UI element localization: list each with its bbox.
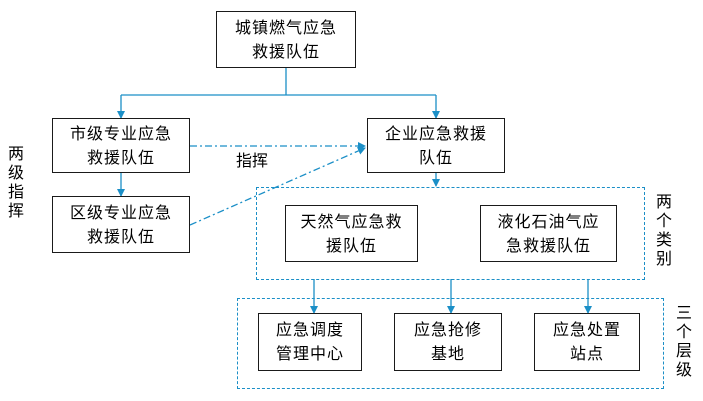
three-levels-label: 三个层级: [675, 303, 692, 379]
natural-gas-team-line2: 援队伍: [325, 235, 377, 255]
disposal-station-line1: 应急处置: [552, 320, 621, 339]
top-node-line1: 城镇燃气应急: [234, 17, 337, 37]
two-level-command-label: 两级指挥: [7, 144, 24, 220]
enterprise-team-line2: 队伍: [418, 147, 453, 167]
repair-base-box: 应急抢修基地: [394, 313, 502, 371]
lpg-team-line1: 液化石油气应: [497, 211, 600, 231]
lpg-team-line2: 急救援队伍: [505, 235, 591, 255]
top-node-box: 城镇燃气应急救援队伍: [216, 11, 356, 68]
district-team-line1: 区级专业应急: [69, 202, 172, 222]
enterprise-team-line1: 企业应急救援: [384, 123, 487, 143]
district-team-box: 区级专业应急救援队伍: [52, 196, 190, 253]
three-levels-group: [237, 298, 664, 389]
command-label: 指挥: [236, 151, 269, 170]
two-categories-label: 两个类别: [655, 192, 672, 268]
enterprise-team-box: 企业应急救援队伍: [367, 118, 505, 173]
dispatch-center-box: 应急调度管理中心: [258, 313, 362, 371]
lpg-team-box: 液化石油气应急救援队伍: [480, 205, 617, 262]
two-categories-group: [256, 187, 645, 280]
repair-base-line1: 应急抢修: [413, 320, 482, 339]
city-team-box: 市级专业应急救援队伍: [52, 118, 190, 173]
dispatch-center-line2: 管理中心: [275, 344, 344, 363]
repair-base-line2: 基地: [430, 344, 465, 363]
top-node-line2: 救援队伍: [251, 41, 320, 61]
city-team-line2: 救援队伍: [86, 147, 155, 167]
disposal-station-box: 应急处置站点: [534, 313, 640, 371]
natural-gas-team-box: 天然气应急救援队伍: [285, 205, 418, 262]
connector-top-split: [121, 68, 436, 96]
natural-gas-team-line1: 天然气应急救: [300, 211, 403, 231]
city-team-line1: 市级专业应急: [69, 123, 172, 143]
district-team-line2: 救援队伍: [86, 226, 155, 246]
dispatch-center-line1: 应急调度: [275, 320, 344, 339]
command-arrow-district: [189, 147, 366, 226]
disposal-station-line2: 站点: [569, 344, 604, 363]
